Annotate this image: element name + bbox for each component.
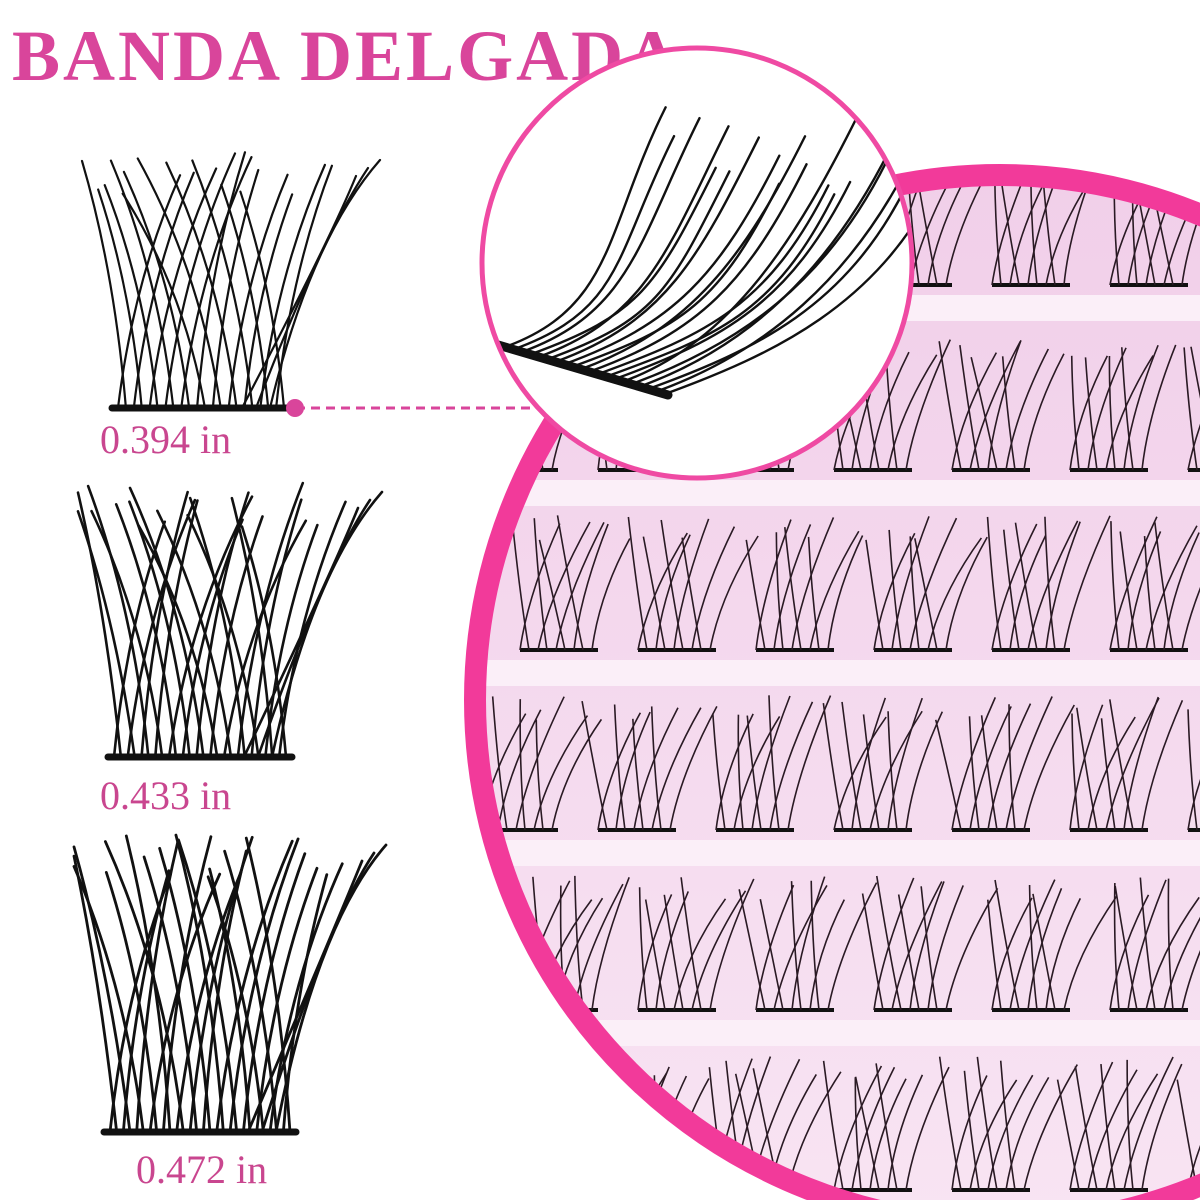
size-label-small: 0.394 in bbox=[100, 417, 232, 462]
page-title: BANDA DELGADA bbox=[12, 16, 682, 96]
connector-dot-icon bbox=[286, 399, 530, 417]
lash-cluster-icon bbox=[80, 151, 382, 412]
lash-tray-image bbox=[464, 164, 1200, 1200]
lash-cluster-icon bbox=[76, 481, 384, 761]
size-label-large: 0.472 in bbox=[136, 1147, 268, 1192]
size-label-medium: 0.433 in bbox=[100, 773, 232, 818]
zoom-circle-icon bbox=[479, 45, 915, 481]
lash-cluster-icon bbox=[72, 833, 388, 1136]
